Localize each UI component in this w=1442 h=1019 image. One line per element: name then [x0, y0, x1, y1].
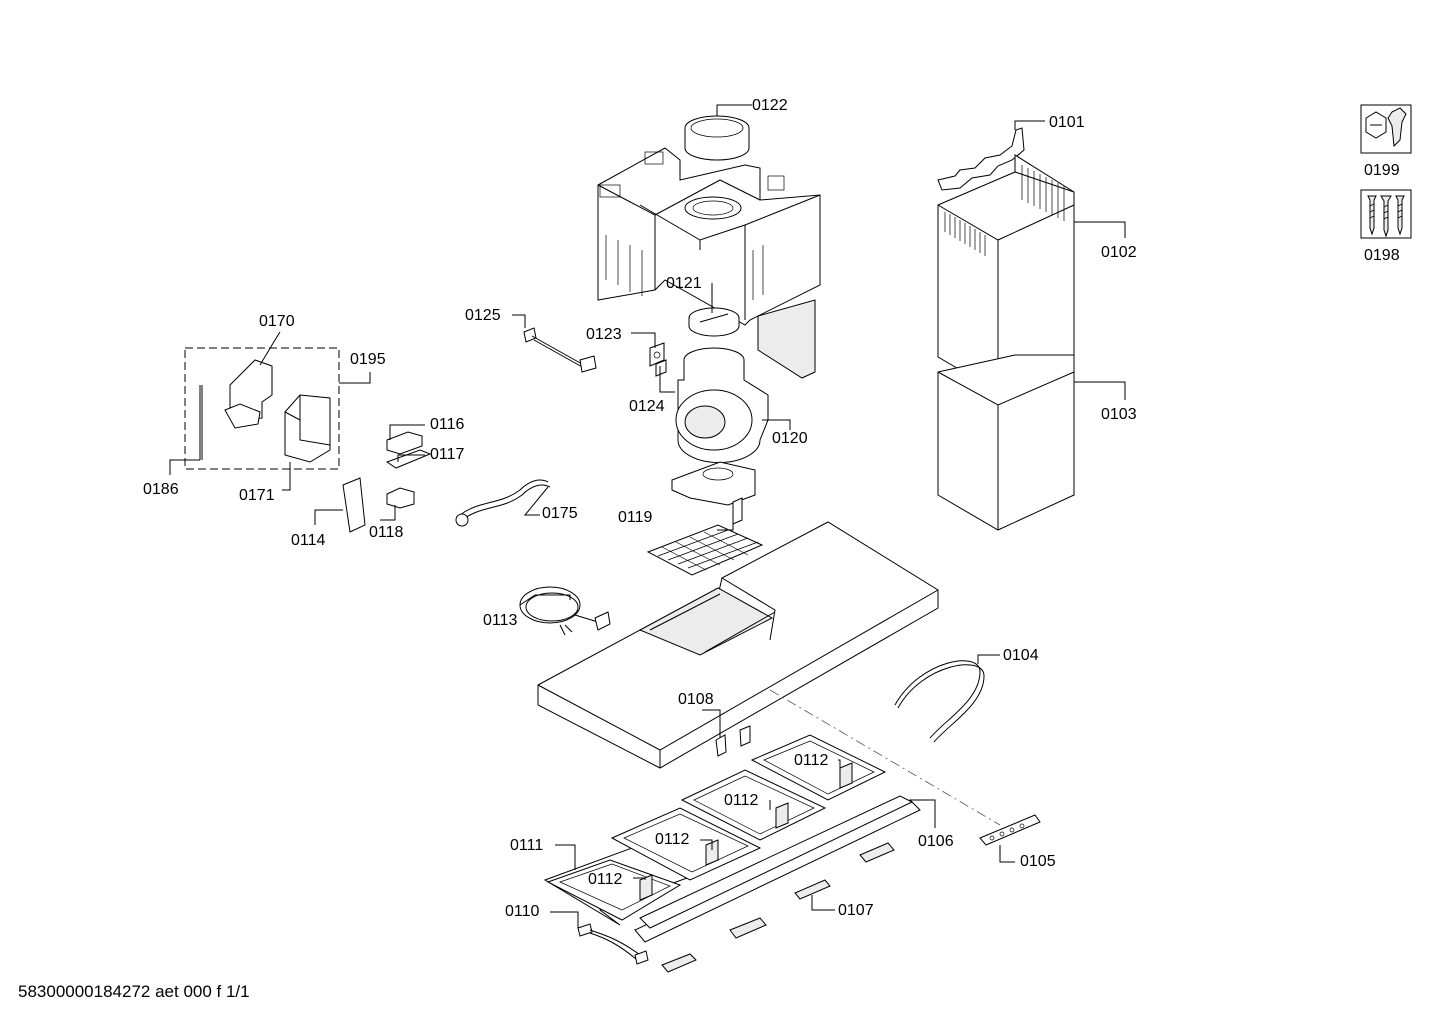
- label-0117: 0117: [430, 446, 465, 463]
- exhaust-collar: [684, 115, 750, 161]
- leader-lines: [169, 104, 1126, 928]
- label-0195: 0195: [350, 351, 386, 368]
- label-0108: 0108: [678, 691, 714, 708]
- label-0102: 0102: [1101, 244, 1137, 261]
- control-modules: [342, 431, 432, 533]
- label-0112-a: 0112: [794, 752, 829, 769]
- label-0186: 0186: [143, 481, 179, 498]
- electronics-holder: [199, 359, 331, 463]
- blower-motor: [675, 347, 769, 464]
- label-0123: 0123: [586, 326, 622, 343]
- label-0107: 0107: [838, 902, 874, 919]
- label-0122: 0122: [752, 97, 788, 114]
- label-0124: 0124: [629, 398, 665, 415]
- label-0121: 0121: [666, 275, 702, 292]
- led-connecting-cable: [577, 923, 649, 965]
- label-0170: 0170: [259, 313, 295, 330]
- connecting-cable: [523, 327, 597, 373]
- label-0110: 0110: [505, 903, 540, 920]
- clip-parts: [649, 342, 667, 377]
- document-id: 58300000184272 aet 000 f 1/1: [18, 982, 250, 1001]
- label-0199: 0199: [1364, 162, 1400, 179]
- label-0119: 0119: [618, 509, 653, 526]
- part-labels: 0101 0102 0103 0104 0105 0106 0107 0108 …: [143, 97, 1137, 920]
- label-0125: 0125: [465, 307, 501, 324]
- label-0120: 0120: [772, 430, 808, 447]
- label-0111: 0111: [510, 837, 543, 854]
- lower-chimney: [937, 354, 1075, 531]
- grease-grille: [646, 461, 764, 576]
- control-panel: [979, 814, 1041, 846]
- label-0103: 0103: [1101, 406, 1137, 423]
- mounting-clips: [715, 725, 751, 757]
- chimney-bracket: [937, 127, 1025, 191]
- label-0104: 0104: [1003, 647, 1039, 664]
- label-0112-d: 0112: [588, 871, 623, 888]
- wrench-nut-icon: [1360, 104, 1412, 154]
- light-cover: [634, 795, 921, 943]
- label-0101: 0101: [1049, 114, 1085, 131]
- label-0112-b: 0112: [724, 792, 759, 809]
- power-cord: [519, 586, 611, 636]
- label-0116: 0116: [430, 416, 465, 433]
- grease-filters: [543, 734, 887, 926]
- led-cable: [894, 660, 985, 743]
- assembly-group-0195: [184, 347, 340, 470]
- canopy-body: [537, 521, 939, 769]
- label-0171: 0171: [239, 487, 275, 504]
- label-0112-c: 0112: [655, 831, 690, 848]
- label-0114: 0114: [291, 532, 326, 549]
- label-0106: 0106: [918, 833, 954, 850]
- backdraft-damper: [688, 307, 740, 337]
- assembly-axis: [769, 689, 1001, 826]
- upper-chimney: [937, 154, 1075, 393]
- label-0105: 0105: [1020, 853, 1056, 870]
- label-0175: 0175: [542, 505, 578, 522]
- label-0118: 0118: [369, 524, 404, 541]
- wiring-harness: [455, 479, 551, 527]
- screws-icon: [1360, 189, 1412, 239]
- label-0113: 0113: [483, 612, 518, 629]
- label-0198: 0198: [1364, 247, 1400, 264]
- fan-housing-frame: [597, 147, 821, 379]
- led-modules: [661, 842, 895, 973]
